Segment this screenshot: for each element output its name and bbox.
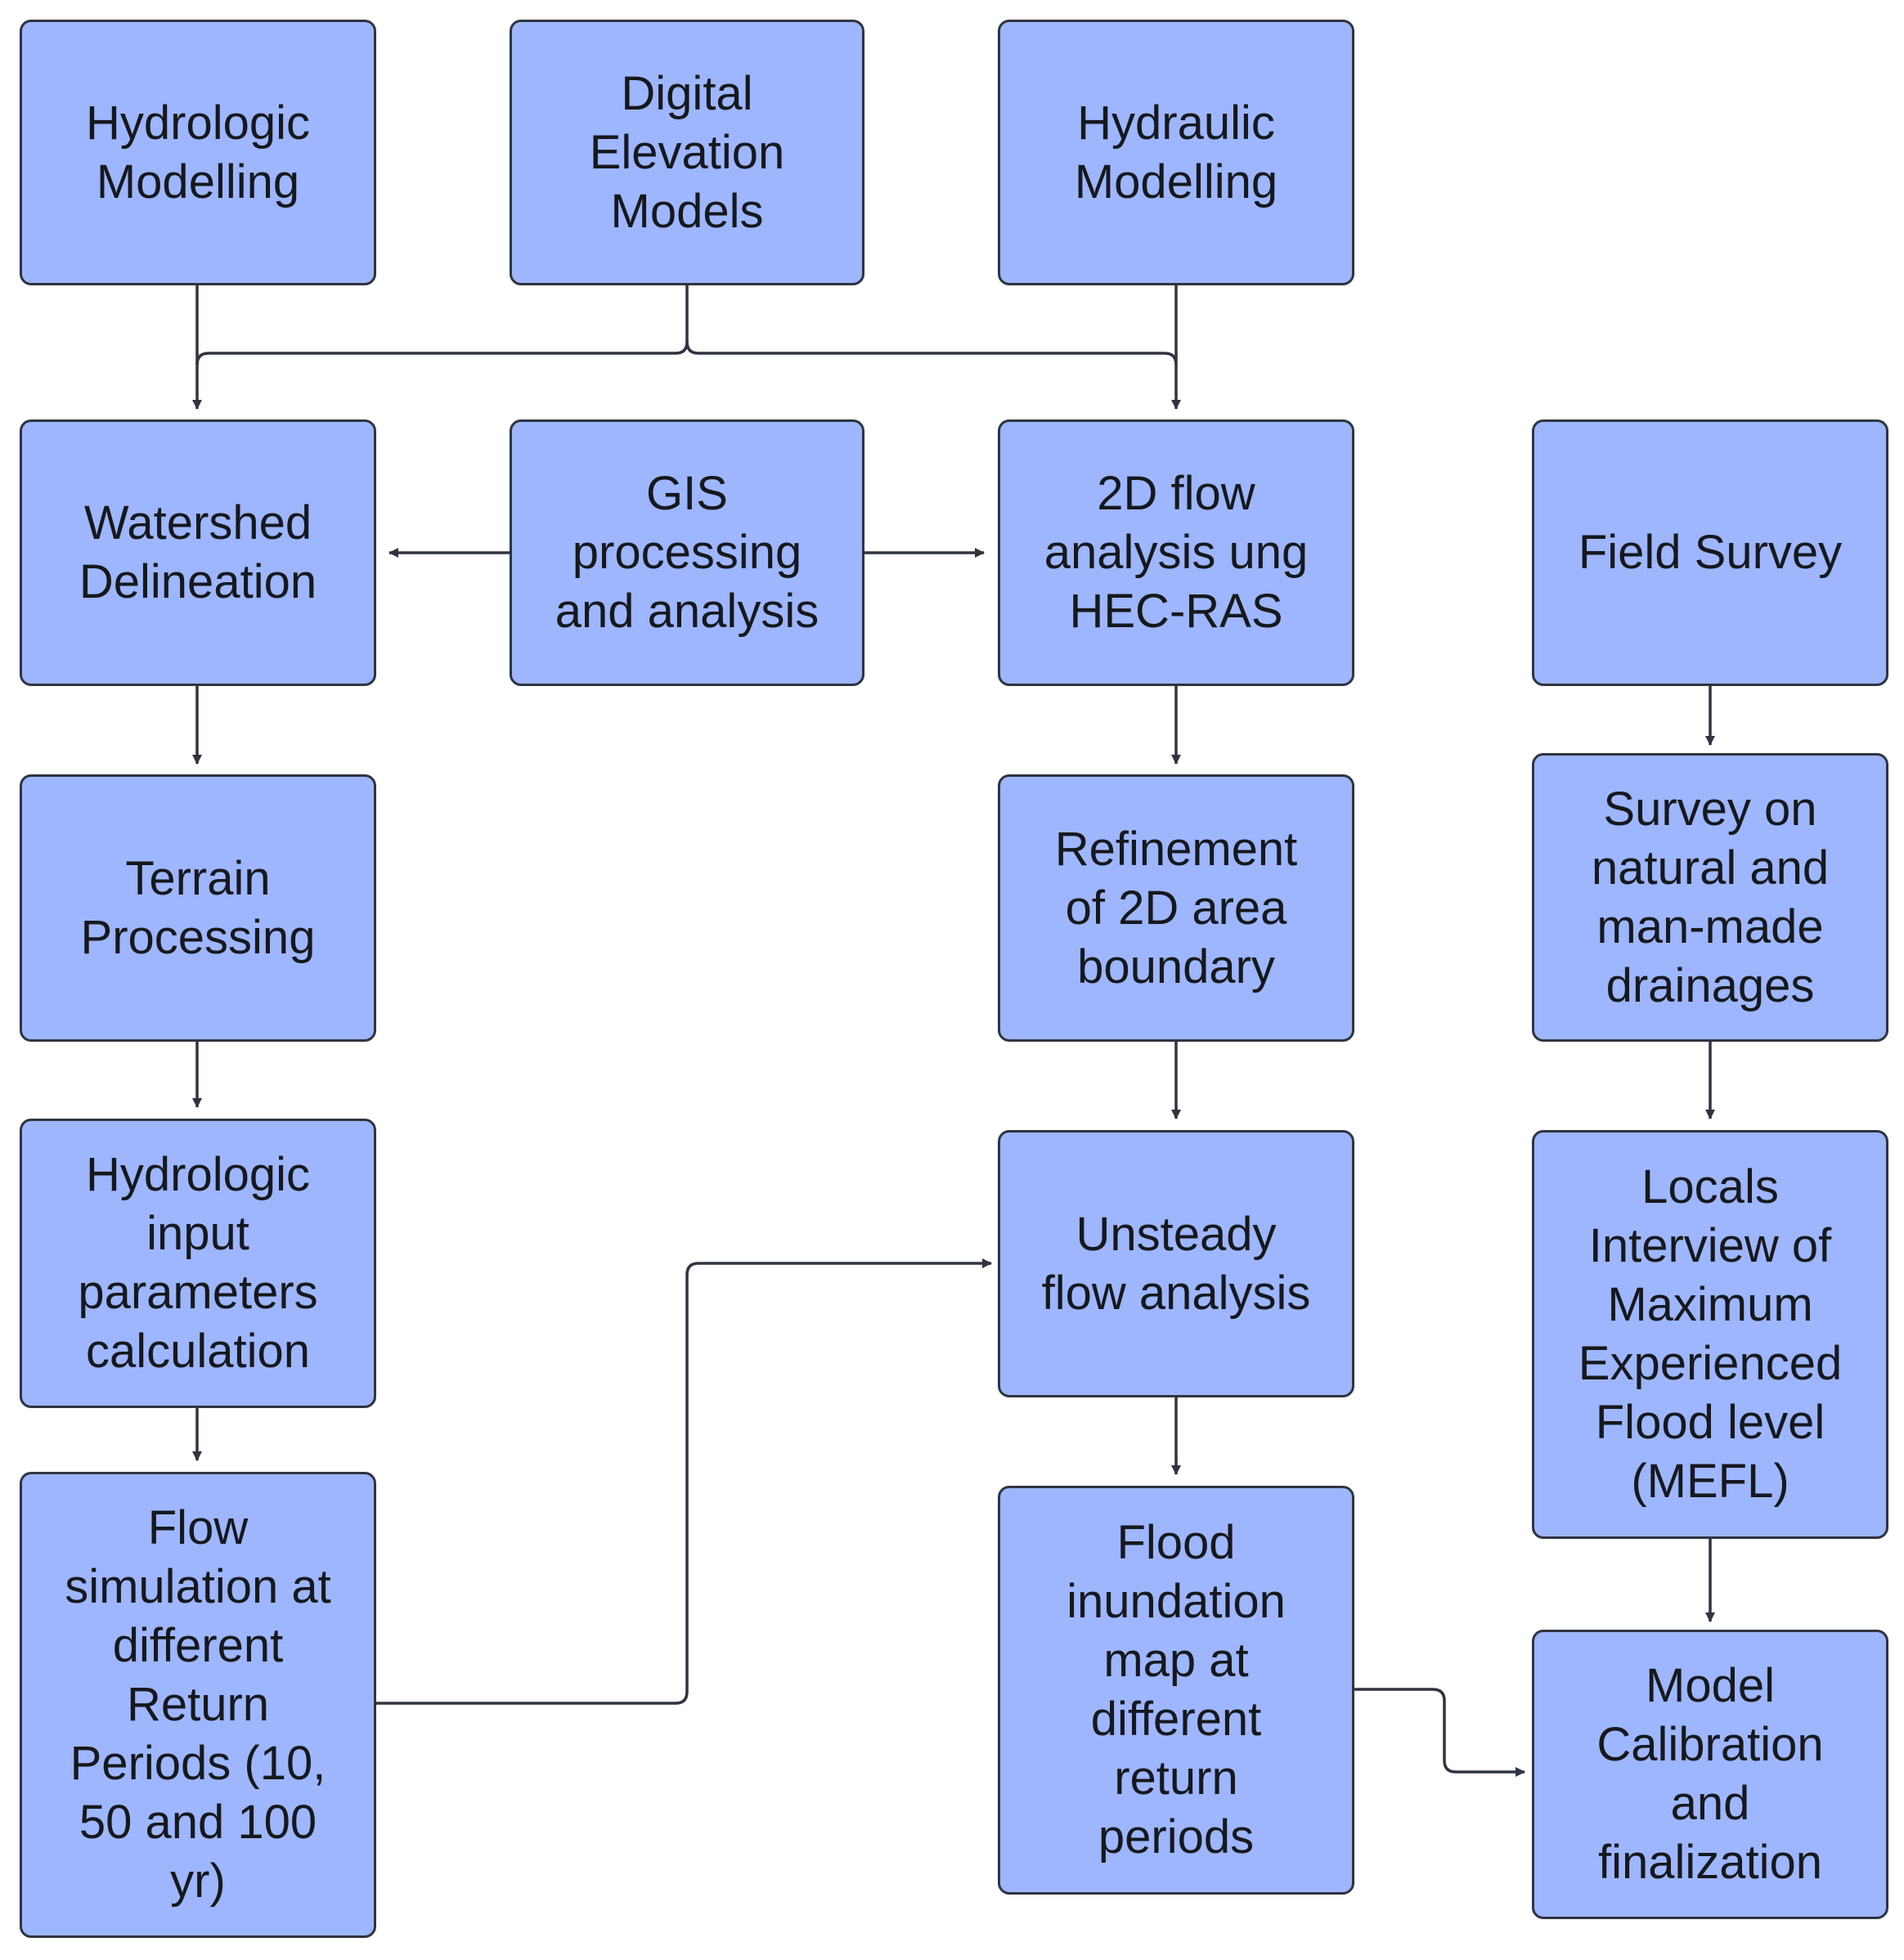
node-terrain-processing: Terrain Processing	[20, 774, 376, 1042]
node-label-refinement-2d-boundary: Refinement of 2D area boundary	[1054, 822, 1298, 993]
node-label-watershed-delineation: Watershed Delineation	[79, 496, 317, 608]
edge-flood-map-to-calibration	[1354, 1688, 1525, 1777]
node-label-survey-drainages: Survey on natural and man-made drainages	[1591, 782, 1830, 1012]
node-locals-interview: Locals Interview of Maximum Experienced …	[1532, 1130, 1888, 1539]
node-label-terrain-processing: Terrain Processing	[80, 851, 316, 964]
node-field-survey: Field Survey	[1532, 419, 1888, 686]
node-label-flow-simulation: Flow simulation at different Return Peri…	[65, 1501, 331, 1908]
edge-flow-simulation-to-unsteady	[376, 1258, 992, 1705]
node-hydrologic-input-parameters: Hydrologic input parameters calculation	[20, 1119, 376, 1408]
node-label-digital-elevation-models: Digital Elevation Models	[589, 66, 785, 238]
node-digital-elevation-models: Digital Elevation Models	[510, 20, 864, 285]
node-hydraulic-modelling: Hydraulic Modelling	[998, 20, 1354, 285]
edge-dem-to-2d-flow	[685, 341, 1178, 366]
node-label-locals-interview: Locals Interview of Maximum Experienced …	[1578, 1160, 1843, 1508]
node-2d-flow-analysis: 2D flow analysis ung HEC-RAS	[998, 419, 1354, 686]
node-label-gis-processing: GIS processing and analysis	[555, 467, 820, 638]
node-model-calibration: Model Calibration and finalization	[1532, 1630, 1888, 1919]
node-label-unsteady-flow-analysis: Unsteady flow analysis	[1041, 1207, 1311, 1320]
node-flow-simulation: Flow simulation at different Return Peri…	[20, 1472, 376, 1938]
node-label-flood-inundation-map: Flood inundation map at different return…	[1067, 1516, 1286, 1864]
node-gis-processing: GIS processing and analysis	[510, 419, 864, 686]
node-label-field-survey: Field Survey	[1578, 526, 1843, 579]
edge-dem-to-watershed	[195, 285, 689, 366]
node-watershed-delineation: Watershed Delineation	[20, 419, 376, 686]
node-label-model-calibration: Model Calibration and finalization	[1596, 1659, 1824, 1889]
node-unsteady-flow-analysis: Unsteady flow analysis	[998, 1130, 1354, 1397]
node-label-hydraulic-modelling: Hydraulic Modelling	[1074, 96, 1278, 209]
node-label-hydrologic-input-parameters: Hydrologic input parameters calculation	[78, 1148, 318, 1378]
node-flood-inundation-map: Flood inundation map at different return…	[998, 1486, 1354, 1895]
node-hydrologic-modelling: Hydrologic Modelling	[20, 20, 376, 285]
node-refinement-2d-boundary: Refinement of 2D area boundary	[998, 774, 1354, 1042]
node-label-2d-flow-analysis: 2D flow analysis ung HEC-RAS	[1044, 467, 1309, 638]
node-survey-drainages: Survey on natural and man-made drainages	[1532, 753, 1888, 1042]
node-label-hydrologic-modelling: Hydrologic Modelling	[86, 96, 310, 209]
